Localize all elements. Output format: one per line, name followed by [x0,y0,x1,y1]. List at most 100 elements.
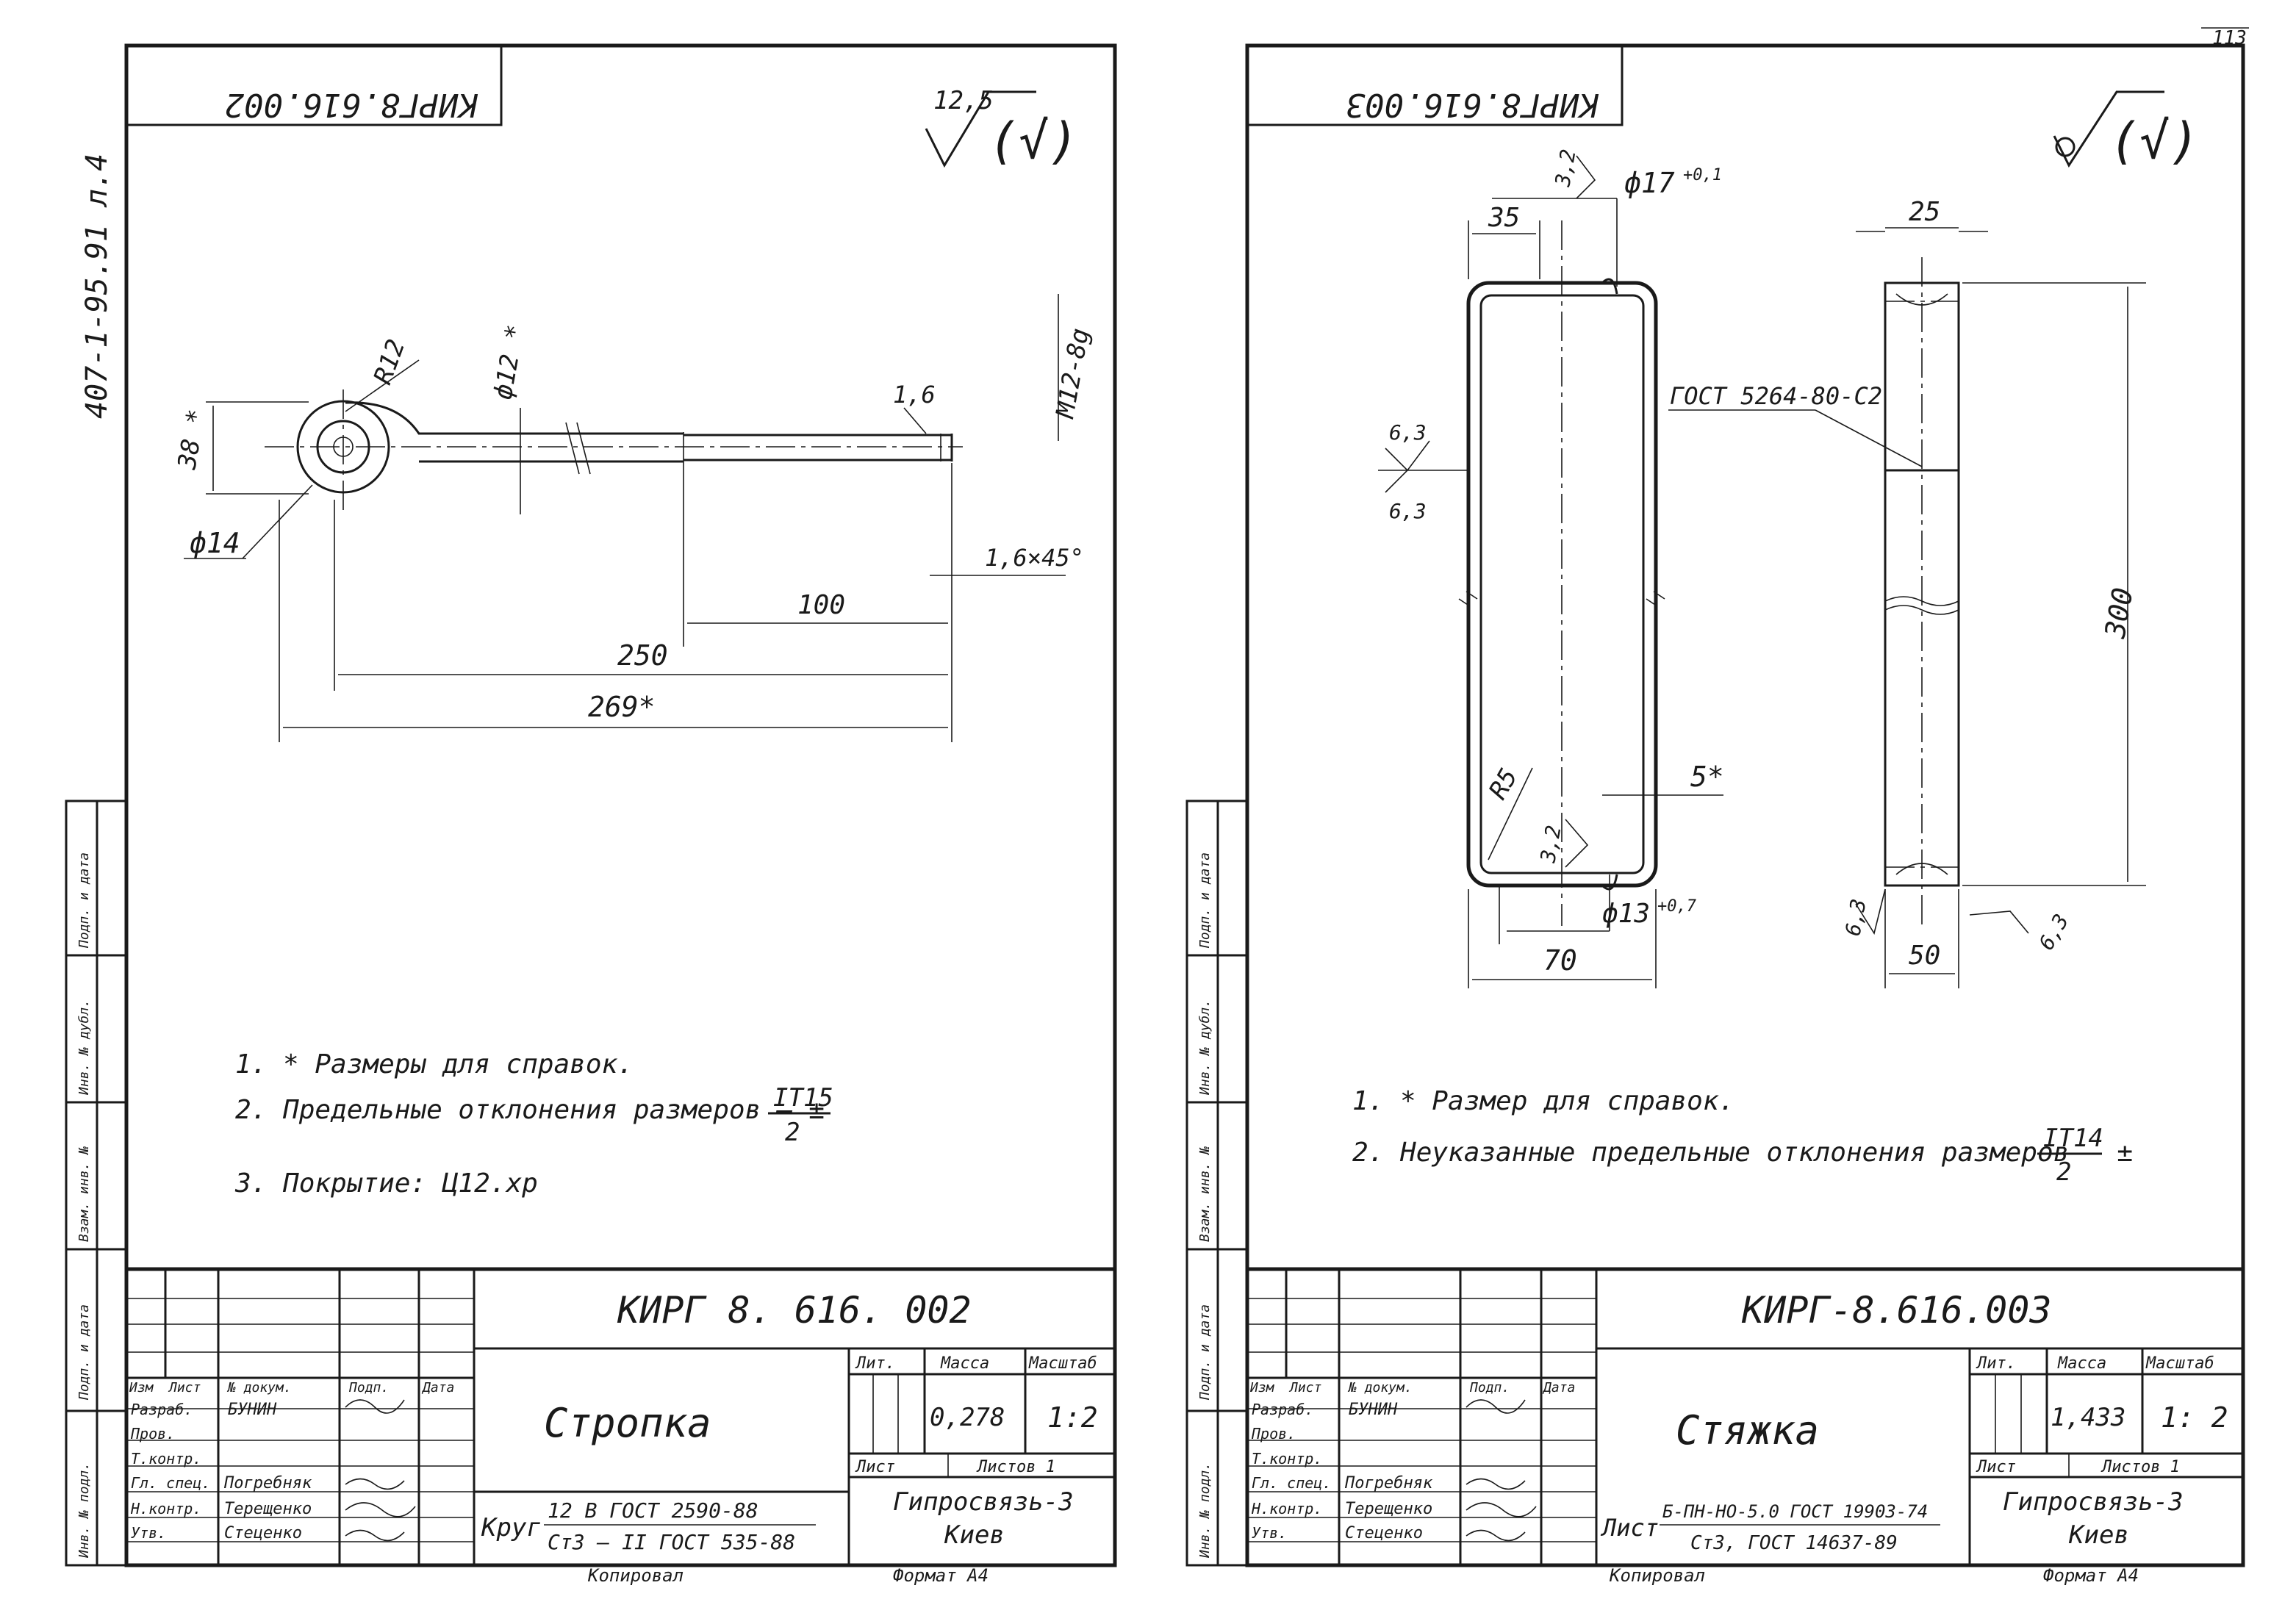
mirrored-code-right: КИРГ8.616.003 [1346,86,1599,123]
dim-38: 38 * [172,407,212,473]
dim-d13-tol: +0,7 [1657,897,1697,916]
col-list-left: Лист [168,1380,201,1395]
name-right-4: Погребняк [1344,1474,1433,1492]
title-code-left: КИРГ 8. 616. 002 [617,1289,972,1332]
side-field-4: Подп. и дата [76,1304,92,1401]
col-date-right: Дата [1542,1380,1575,1395]
signature-left [345,1399,416,1542]
material-bottom-left: Ст3 – II ГОСТ 535-88 [548,1530,795,1554]
side-field-r4: Подп. и дата [1197,1304,1213,1401]
right-sheet: Подп. и дата Взам. инв. № Инв. № дубл. П… [1185,43,2245,1586]
copied-label-right: Копировал [1609,1565,1705,1586]
name-left-5: Терещенко [224,1500,312,1518]
head-lit-left: Лит. [855,1354,895,1373]
col-izm-right: Изм [1249,1380,1275,1395]
city-left: Киев [944,1520,1005,1550]
dim-5: 5* [1690,761,1724,793]
signature-right [1466,1399,1537,1542]
sheet-label-right: Лист [1976,1458,2016,1476]
side-field-r3: Инв. № дубл. [1197,999,1213,1096]
tol-den-right: 2 [2056,1157,2071,1187]
rough-6-3-a: 6,3 [1389,420,1427,445]
role-left-2: Пров. [130,1425,175,1443]
scale-right: 1: 2 [2161,1401,2228,1434]
note-right-1: 1. * Размер для справок. [1352,1086,1734,1116]
side-field-1: Подп. и дата [76,852,92,949]
material-top-right: Б-ПН-НО-5.0 ГОСТ 19903-74 [1662,1501,1928,1522]
dim-25: 25 [1909,197,1940,227]
side-field-5: Инв. № подл. [76,1462,92,1559]
role-left-4: Гл. спец. [131,1474,210,1492]
name-left-6: Стеценко [224,1524,302,1542]
rough-6-3-b: 6,3 [1389,499,1427,523]
name-left-1: БУНИН [228,1401,277,1419]
title-block-left: КИРГ 8. 616. 002 Стропка Лит. Масса Масш… [124,1267,1117,1567]
dim-d17: ф17 [1624,167,1675,199]
role-right-1: Разраб. [1252,1401,1313,1418]
dim-d13: ф13 [1602,899,1650,929]
mass-left: 0,278 [930,1403,1005,1432]
role-right-2: Пров. [1251,1425,1296,1443]
name-left-4: Погребняк [223,1474,312,1492]
roughness-value-left: 12,5 [933,86,994,115]
mirrored-code-left: КИРГ8.616.002 [225,86,478,123]
col-date-left: Дата [421,1380,454,1395]
role-left-3: Т.контр. [131,1450,201,1467]
dim-250: 250 [617,639,668,672]
title-name-right: Стяжка [1676,1407,1819,1454]
head-scale-right: Масштаб [2145,1354,2214,1373]
side-field-3: Инв. № дубл. [76,999,92,1096]
note-left-1: 1. * Размеры для справок. [235,1049,634,1079]
role-left-1: Разраб. [131,1401,193,1418]
tol-num-left: IT15 [773,1083,833,1113]
mass-right: 1,433 [2051,1403,2125,1432]
side-field-r1: Подп. и дата [1197,852,1213,949]
dim-d17-tol: +0,1 [1683,166,1722,184]
role-right-6: Утв. [1252,1524,1287,1542]
dim-70: 70 [1543,944,1577,977]
col-list-right: Лист [1288,1380,1322,1395]
tol-den-left: 2 [785,1118,800,1147]
material-bottom-right: Ст3, ГОСТ 14637-89 [1690,1532,1898,1554]
head-lit-right: Лит. [1976,1354,2016,1373]
side-field-r5: Инв. № подл. [1197,1462,1213,1559]
dim-100: 100 [797,590,845,620]
album-label: 407-1-95.91 л.4 [80,154,114,419]
left-sheet: Подп. и дата Взам. инв. № Инв. № дубл. П… [65,43,1117,1586]
dim-269: 269* [588,691,656,723]
dim-gost: ГОСТ 5264-80-С2 [1670,382,1882,410]
col-sign-right: Подп. [1469,1380,1510,1395]
dim-d14: ф14 [190,527,240,559]
title-code-right: КИРГ-8.616.003 [1741,1289,2051,1332]
rough-6-3-c: 6,3 [1840,897,1870,938]
dim-35: 35 [1488,203,1520,233]
col-sign-left: Подп. [348,1380,389,1395]
dim-r12: R12 [368,336,412,388]
title-name-left: Стропка [544,1400,711,1446]
side-field-r2: Взам. инв. № [1197,1146,1213,1242]
role-left-5: Н.контр. [130,1500,201,1517]
role-right-3: Т.контр. [1252,1450,1322,1467]
format-label-right: Формат А4 [2043,1565,2139,1586]
city-right: Киев [2068,1520,2129,1550]
head-scale-left: Масштаб [1028,1354,1097,1373]
copied-label-left: Копировал [587,1565,684,1586]
material-prefix-left: Круг [481,1513,542,1542]
material-prefix-right: Лист [1600,1514,1659,1542]
col-izm-left: Изм [129,1380,154,1395]
org-right: Гипросвязь-3 [2003,1487,2184,1517]
scale-left: 1:2 [1047,1401,1098,1434]
sheets-label-left: Листов 1 [976,1458,1055,1476]
note-left-3: 3. Покрытие: Ц12.хр [234,1168,538,1199]
org-left: Гипросвязь-3 [893,1487,1074,1517]
col-doc-right: № докум. [1347,1380,1413,1395]
role-right-4: Гл. спец. [1252,1474,1331,1492]
dim-chamfer: 1,6×45° [985,544,1084,572]
role-right-5: Н.контр. [1251,1500,1322,1517]
note-left-2: 2. Предельные отклонения размеров – ± [235,1095,825,1125]
name-right-1: БУНИН [1349,1401,1398,1419]
name-right-6: Стеценко [1345,1524,1423,1542]
dim-d12: ф12 * [488,323,530,402]
